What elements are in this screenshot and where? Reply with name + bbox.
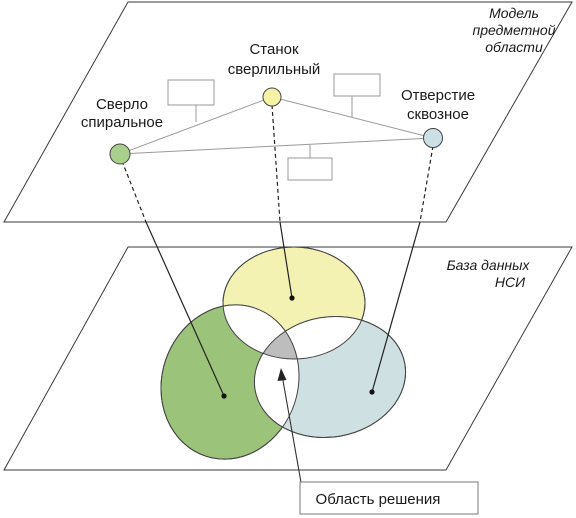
node-label-machine-2: сверлильный — [228, 61, 321, 78]
callout-line — [281, 374, 303, 489]
projection-drill-solid — [145, 221, 225, 397]
callout-arrowhead — [277, 368, 287, 381]
node-machine — [262, 87, 282, 107]
assoc-box-drill-machine — [167, 79, 215, 106]
relation-drill-machine — [119, 96, 273, 155]
projection-hole-dashed — [419, 145, 434, 223]
callout-label: Область решения — [316, 491, 441, 508]
node-label-machine-1: Станок — [249, 41, 299, 58]
node-hole — [423, 128, 443, 148]
domain-model-label-2: предметной — [472, 22, 555, 38]
set-machine-outline — [222, 246, 366, 360]
projection-drill-dashed — [121, 160, 147, 223]
database-label-1: База данных — [447, 257, 531, 273]
point-hole — [369, 389, 375, 395]
assoc-box-machine-hole — [333, 73, 381, 97]
assoc-box-drill-hole — [287, 157, 333, 181]
database-label-2: НСИ — [495, 274, 526, 290]
node-drill — [109, 143, 131, 165]
point-drill — [221, 393, 227, 399]
relation-drill-hole — [119, 137, 434, 155]
relation-machine-hole — [271, 96, 434, 139]
projection-machine-dashed — [271, 104, 281, 223]
set-hole-outline — [253, 315, 407, 439]
projection-hole-solid — [371, 221, 421, 393]
set-drill-outline — [160, 304, 300, 460]
node-label-hole-1: Отверстие — [401, 87, 475, 104]
intersection-machine-drill — [223, 304, 300, 359]
domain-model-label-3: области — [485, 39, 543, 55]
node-label-hole-2: сквозное — [407, 106, 469, 123]
callout-box — [299, 481, 479, 515]
domain-model-label-1: Модель — [489, 5, 539, 21]
projection-machine-solid — [279, 221, 293, 299]
node-label-drill-1: Сверло — [96, 96, 148, 113]
solution-area — [254, 316, 319, 359]
point-machine — [289, 295, 295, 301]
node-label-drill-2: спиральное — [81, 114, 163, 131]
